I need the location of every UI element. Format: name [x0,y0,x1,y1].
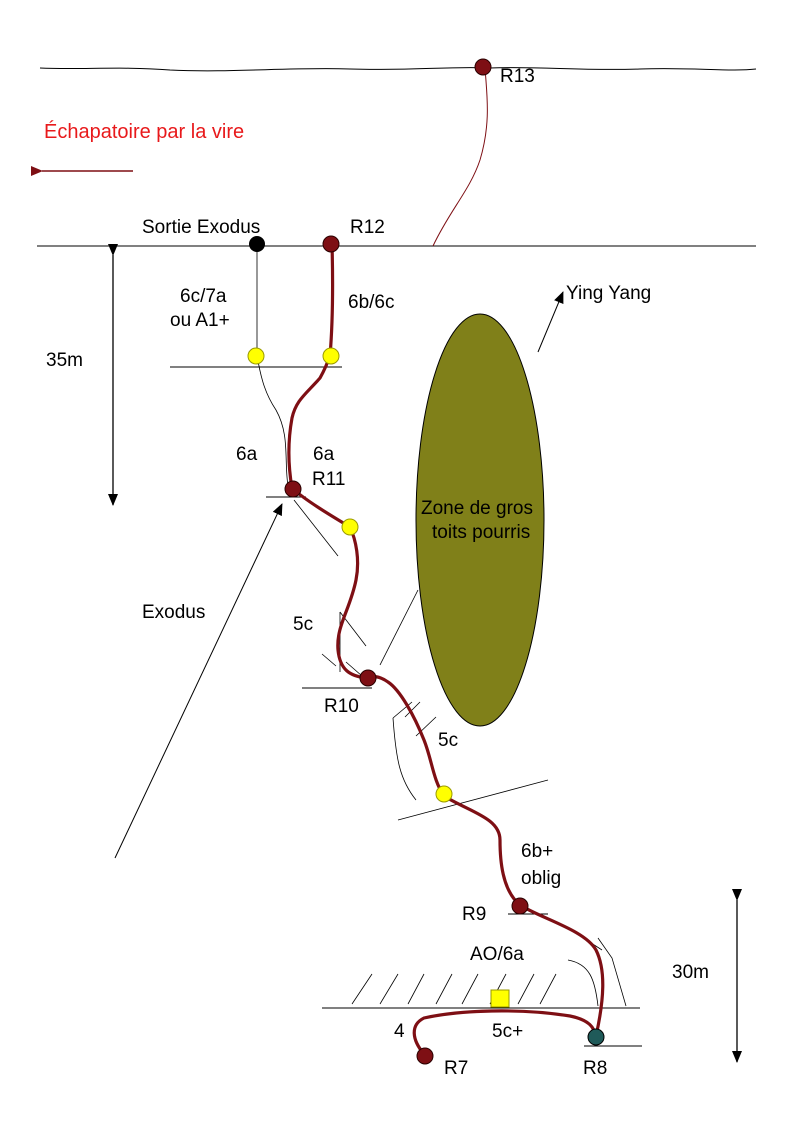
roof-zone-ellipse [415,313,545,727]
exit-exodus-label: Sortie Exodus [142,217,260,238]
grade-6b-plus: 6b+ [521,841,553,862]
r12-label: R12 [350,217,385,238]
dimension-30-label: 30m [672,962,709,983]
r10-label: R10 [324,696,359,717]
r7-label: R7 [444,1058,468,1079]
main-route [287,242,605,1038]
r10-belay-icon [359,669,377,687]
grade-6a-left: 6a [236,444,258,465]
r8-label: R8 [583,1058,607,1079]
aid-point-icon [490,989,510,1008]
r7-belay-icon [416,1047,434,1065]
r11-belay-icon [284,480,302,498]
exodus-route [256,245,289,487]
r7-r8-route [412,1009,598,1056]
rock-features [293,499,627,1007]
grade-6b6c: 6b/6c [348,292,394,313]
r12-r13-route [432,65,488,247]
escape-label: Échapatoire par la vire [44,120,244,143]
grade-oblig: oblig [521,868,561,889]
ying-yang-label: Ying Yang [566,283,651,304]
exodus-label: Exodus [142,602,205,623]
bolt-icon [247,347,265,365]
bolt-icon [435,785,453,803]
bolt-icon [341,518,359,536]
roof-zone-pointer [379,589,419,666]
zone-label-line2: toits pourris [432,522,530,543]
bolt-icon [322,347,340,365]
grade-5c-upper: 5c [293,614,313,635]
r8-belay-icon [587,1028,605,1046]
dimension-35-label: 35m [46,350,83,371]
r9-label: R9 [462,904,486,925]
r12-belay-icon [322,235,340,253]
r13-belay-icon [474,58,492,76]
r11-label: R11 [312,469,345,490]
grade-5c-lower: 5c [438,730,458,751]
grade-ao6a: AO/6a [470,944,524,965]
exodus-arrow-icon [114,503,283,859]
top-ridge-line [39,67,757,72]
grade-4: 4 [394,1021,405,1042]
grade-6a-right: 6a [313,444,335,465]
grade-5c-plus: 5c+ [492,1021,523,1042]
grade-6c7a: 6c/7a [180,286,227,307]
r9-belay-icon [511,897,529,915]
exit-exodus-belay-icon [249,236,265,252]
ying-yang-arrow-icon [537,291,564,353]
r13-label: R13 [500,66,535,87]
zone-label-line1: Zone de gros [421,498,533,519]
grade-ou-a1: ou A1+ [170,310,230,331]
